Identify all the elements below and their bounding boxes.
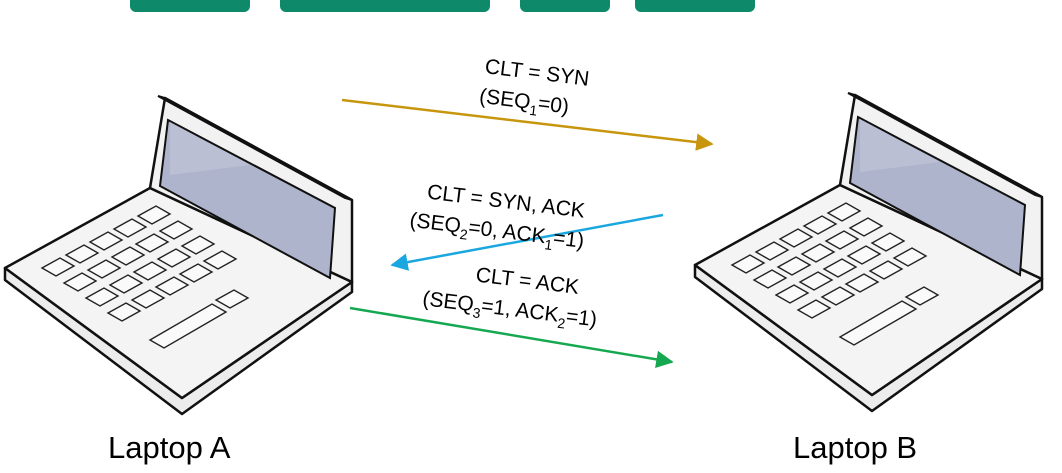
- laptop-icon: [3, 94, 354, 416]
- laptop-b: Laptop B: [693, 91, 1044, 465]
- message-line: (SEQ1=0): [478, 85, 571, 123]
- header-fragment: [635, 0, 755, 12]
- ack-arrow: [349, 306, 674, 369]
- header-fragment: [130, 0, 250, 12]
- laptop-icon: [693, 91, 1044, 413]
- message-line: CLT = ACK: [475, 263, 581, 298]
- laptop-a: Laptop A: [3, 94, 354, 465]
- laptop-a-label: Laptop A: [108, 430, 231, 465]
- synack-arrow: [390, 213, 664, 271]
- header-fragment: [520, 0, 610, 12]
- syn-message-label: CLT = SYN (SEQ1=0): [478, 55, 591, 123]
- syn-arrow: [341, 98, 714, 151]
- header-fragment: [280, 0, 490, 12]
- message-line: CLT = SYN: [484, 55, 591, 91]
- laptop-b-label: Laptop B: [793, 430, 917, 465]
